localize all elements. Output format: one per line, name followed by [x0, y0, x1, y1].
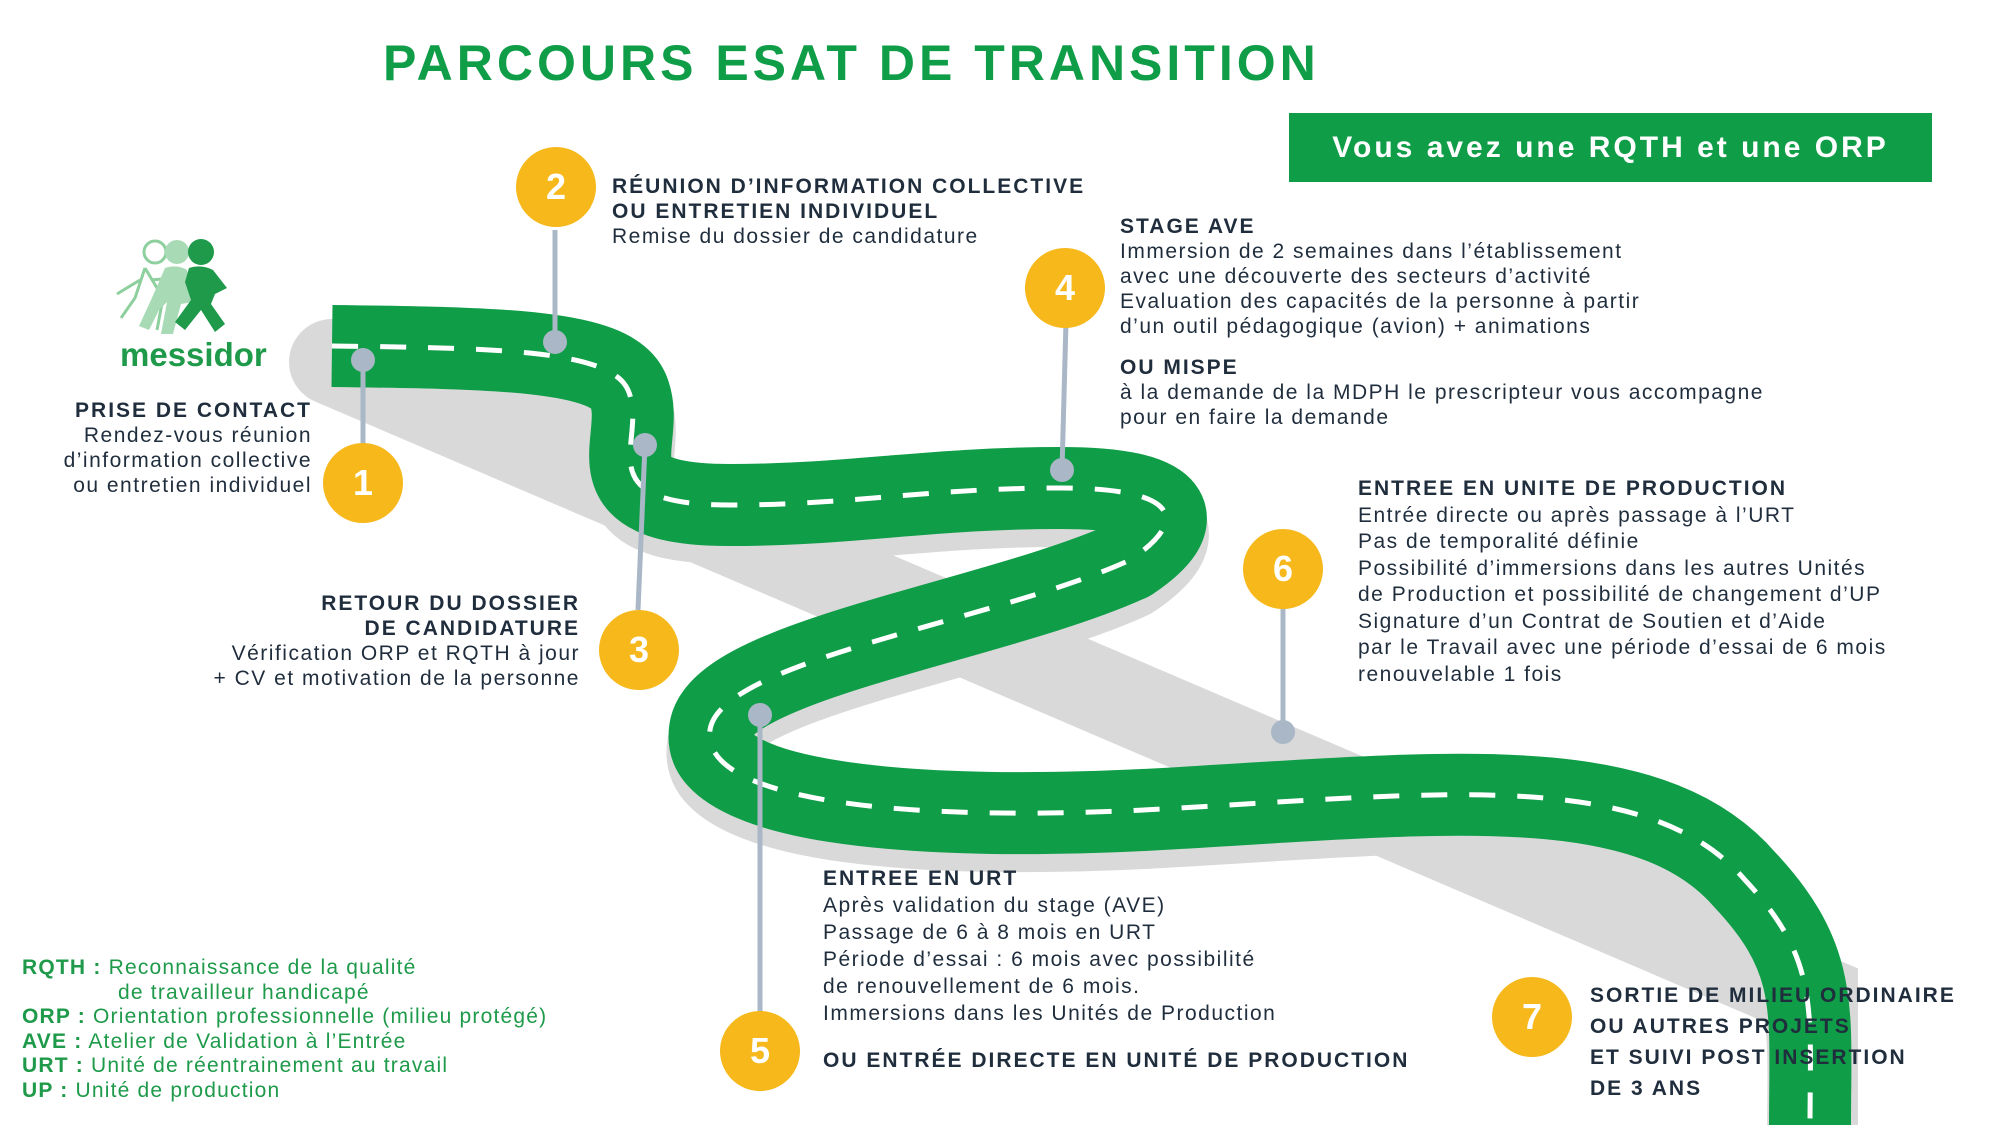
step-6-text: ENTREE EN UNITE DE PRODUCTION Entrée dir… [1358, 476, 1887, 688]
step-7-heading: OU AUTRES PROJETS [1590, 1015, 1851, 1038]
step-1-text: PRISE DE CONTACT Rendez-vous réunion d’i… [64, 398, 312, 498]
step-6-line: Signature d’un Contrat de Soutien et d’A… [1358, 609, 1827, 633]
step-2-line: Remise du dossier de candidature [612, 225, 979, 248]
step-3-line: + CV et motivation de la personne [213, 667, 580, 690]
step-7-badge: 7 [1492, 977, 1572, 1057]
legend-abbr: RQTH : [22, 956, 102, 979]
legend-text: Orientation professionnelle (milieu prot… [93, 1005, 548, 1028]
legend-abbr: ORP : [22, 1005, 86, 1028]
step-1-line: d’information collective [63, 449, 312, 472]
step-3-heading: DE CANDIDATURE [364, 617, 580, 640]
legend-abbr: URT : [22, 1054, 84, 1077]
connector-dots [351, 330, 1295, 744]
step-5-line: Immersions dans les Unités de Production [823, 1002, 1277, 1025]
step-4-line: avec une découverte des secteurs d’activ… [1120, 265, 1592, 288]
step-4-alt-heading: OU MISPE [1120, 356, 1239, 379]
legend-item: RQTH : Reconnaissance de la qualité [22, 956, 547, 981]
step-6-line: renouvelable 1 fois [1358, 662, 1563, 686]
legend-item: UP : Unité de production [22, 1079, 547, 1104]
step-6-line: Entrée directe ou après passage à l’URT [1358, 503, 1796, 527]
legend-text: Unité de réentrainement au travail [91, 1054, 449, 1077]
step-7-heading: DE 3 ANS [1590, 1077, 1703, 1100]
legend-item: ORP : Orientation professionnelle (milie… [22, 1005, 547, 1030]
step-3-text: RETOUR DU DOSSIER DE CANDIDATURE Vérific… [214, 591, 580, 691]
step-4-line: Immersion de 2 semaines dans l’établisse… [1120, 240, 1623, 263]
legend-item: URT : Unité de réentrainement au travail [22, 1054, 547, 1079]
step-6-line: par le Travail avec une période d’essai … [1358, 636, 1887, 659]
step-4-line: d’un outil pédagogique (avion) + animati… [1120, 315, 1592, 338]
step-5-line: Après validation du stage (AVE) [823, 894, 1166, 917]
step-7-heading: SORTIE DE MILIEU ORDINAIRE [1590, 984, 1956, 1007]
step-1-line: ou entretien individuel [73, 474, 312, 497]
legend-text: Reconnaissance de la qualité [108, 956, 417, 979]
step-4-heading: STAGE AVE [1120, 215, 1256, 238]
banner: Vous avez une RQTH et une ORP [1289, 113, 1932, 182]
page-title: PARCOURS ESAT DE TRANSITION [383, 35, 1320, 91]
logo-text: messidor [120, 336, 267, 373]
connectors [360, 230, 1286, 1012]
step-6-line: Pas de temporalité définie [1358, 530, 1640, 553]
step-4-line: Evaluation des capacités de la personne … [1120, 290, 1641, 313]
step-6-heading: ENTREE EN UNITE DE PRODUCTION [1358, 477, 1788, 500]
legend-item: AVE : Atelier de Validation à l’Entrée [22, 1030, 547, 1055]
step-2-badge: 2 [516, 147, 596, 227]
step-1-line: Rendez-vous réunion [83, 424, 312, 447]
step-3-badge: 3 [599, 610, 679, 690]
legend-text: Unité de production [75, 1078, 281, 1102]
step-2-heading: OU ENTRETIEN INDIVIDUEL [612, 200, 940, 223]
step-4-alt-line: pour en faire la demande [1120, 406, 1390, 429]
step-6-badge: 6 [1243, 529, 1323, 609]
legend-item-cont: de travailleur handicapé [118, 980, 370, 1004]
step-5-line: de renouvellement de 6 mois. [823, 975, 1141, 998]
step-3-heading: RETOUR DU DOSSIER [321, 592, 580, 615]
step-5-heading: ENTREE EN URT [823, 867, 1019, 890]
step-5-badge: 5 [720, 1011, 800, 1091]
step-5-text: ENTREE EN URT Après validation du stage … [823, 865, 1409, 1074]
legend-abbr: UP : [22, 1078, 69, 1102]
legend-text: Atelier de Validation à l’Entrée [88, 1029, 407, 1053]
step-2-heading: RÉUNION D’INFORMATION COLLECTIVE [612, 175, 1086, 198]
step-6-line: de Production et possibilité de changeme… [1358, 583, 1882, 606]
step-1-heading: PRISE DE CONTACT [75, 399, 312, 422]
step-5-line: Passage de 6 à 8 mois en URT [823, 921, 1157, 944]
step-6-line: Possibilité d’immersions dans les autres… [1358, 556, 1867, 580]
step-5-alt-heading: OU ENTRÉE DIRECTE EN UNITÉ DE PRODUCTION [823, 1049, 1410, 1072]
legend: RQTH : Reconnaissance de la qualité de t… [22, 956, 547, 1103]
road-surface [331, 305, 1852, 1125]
step-5-line: Période d’essai : 6 mois avec possibilit… [823, 948, 1256, 971]
step-1-badge: 1 [323, 443, 403, 523]
step-4-badge: 4 [1025, 248, 1105, 328]
step-7-text: SORTIE DE MILIEU ORDINAIRE OU AUTRES PRO… [1590, 980, 1956, 1104]
people-walking-icon [116, 239, 227, 334]
step-2-text: RÉUNION D’INFORMATION COLLECTIVE OU ENTR… [612, 174, 1085, 249]
step-3-line: Vérification ORP et RQTH à jour [231, 642, 580, 665]
step-7-heading: ET SUIVI POST INSERTION [1590, 1046, 1907, 1069]
legend-abbr: AVE : [22, 1029, 83, 1053]
step-4-alt-line: à la demande de la MDPH le prescripteur … [1120, 381, 1764, 404]
step-4-text: STAGE AVE Immersion de 2 semaines dans l… [1120, 214, 1764, 430]
